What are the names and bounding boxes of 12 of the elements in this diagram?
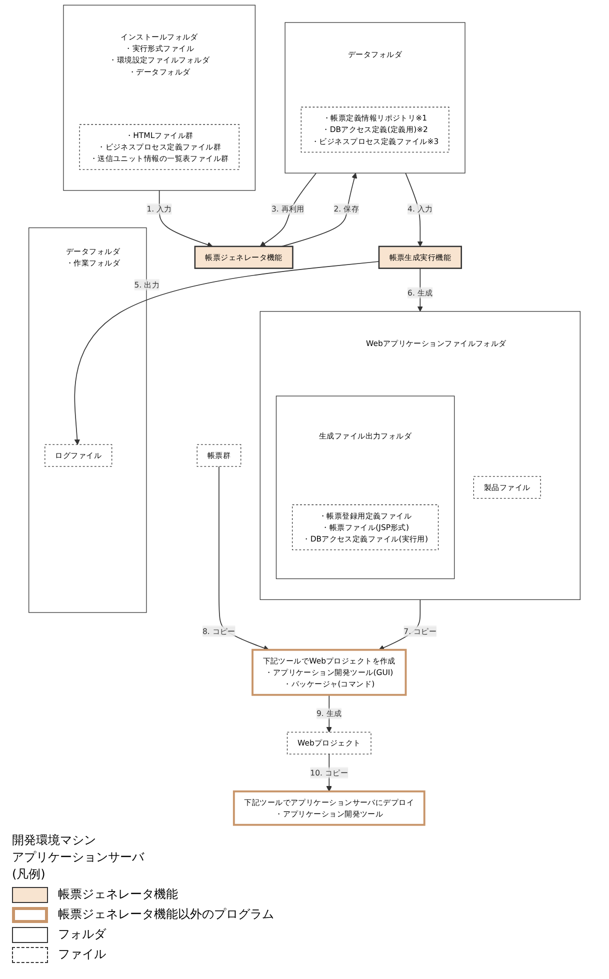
arrow <box>218 466 270 651</box>
arrow <box>405 172 423 247</box>
legend-text: フォルダ <box>58 926 106 943</box>
arrow <box>260 172 317 247</box>
legend-text: 帳票ジェネレータ機能 <box>58 886 178 903</box>
note-label: 開発環境マシン <box>12 832 97 849</box>
arrow <box>74 261 380 445</box>
legend-text: ファイル <box>58 946 106 963</box>
legend-text: 帳票ジェネレータ機能以外のプログラム <box>58 906 274 923</box>
note-label: (凡例) <box>12 866 46 883</box>
arrow <box>158 190 213 248</box>
note-label: アプリケーションサーバ <box>12 849 146 866</box>
